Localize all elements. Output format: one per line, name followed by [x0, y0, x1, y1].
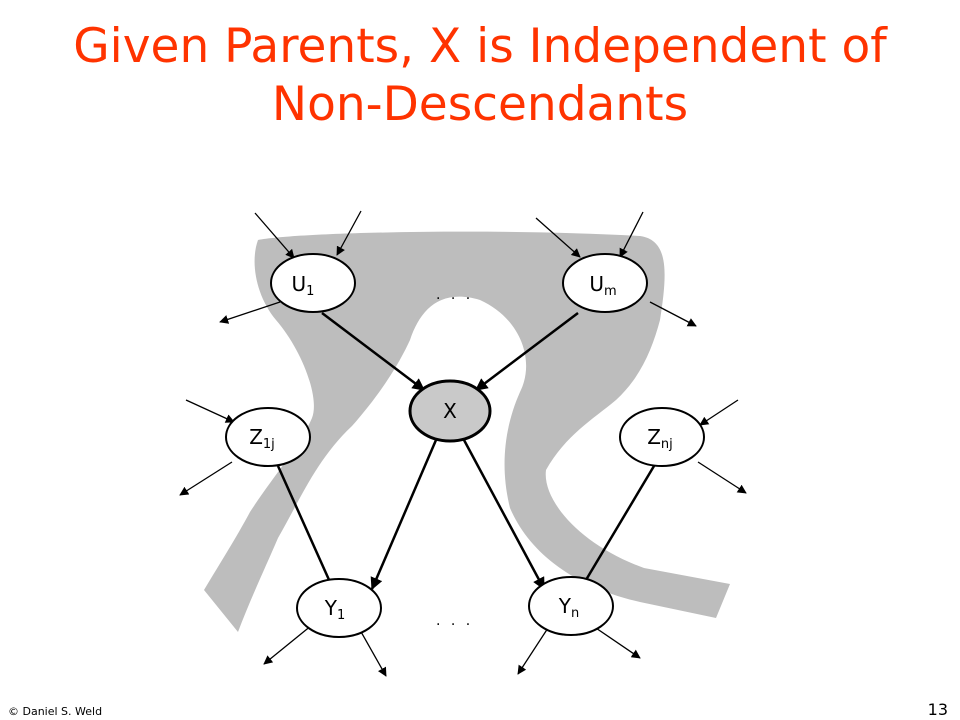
- stub-into-u1-a: [254, 212, 295, 259]
- node-yn-label: Y: [558, 594, 572, 618]
- stub-edges: [179, 210, 747, 677]
- slide-title: Given Parents, X is Independent of Non-D…: [20, 18, 940, 134]
- edge-z1j-y1: [276, 465, 336, 593]
- non-descendants-region: [204, 231, 730, 632]
- node-y1: Y1: [296, 578, 382, 638]
- stub-into-znj: [699, 399, 739, 426]
- stub-into-z1j: [185, 399, 235, 423]
- edge-um-x: [475, 312, 579, 391]
- node-u1-label: U: [292, 272, 307, 296]
- node-um-label: U: [589, 272, 604, 296]
- node-znj-label: Z: [647, 425, 661, 449]
- stub-out-y1-b: [359, 629, 387, 677]
- stub-out-u1: [219, 301, 281, 324]
- svg-text:Znj: Znj: [647, 425, 673, 452]
- node-y1-label: Y: [324, 596, 338, 620]
- stub-out-znj: [697, 461, 747, 494]
- node-yn: Yn: [528, 576, 614, 636]
- node-znj: Znj: [619, 407, 705, 467]
- stub-out-um: [649, 301, 697, 327]
- edge-x-y1: [370, 439, 438, 591]
- node-yn-subscript: n: [571, 606, 579, 621]
- main-edges: [276, 312, 656, 593]
- stub-out-yn-a: [517, 627, 549, 675]
- node-z1j: Z1j: [225, 407, 311, 467]
- slide-title-line-1: Given Parents, X is Independent of: [73, 19, 887, 74]
- slide-title-line-2: Non-Descendants: [271, 77, 689, 132]
- svg-text:Z1j: Z1j: [249, 425, 275, 452]
- node-um: Um: [562, 253, 648, 313]
- node-z1j-label: Z: [249, 425, 263, 449]
- svg-text:Um: Um: [589, 272, 616, 299]
- stub-into-u1-b: [336, 210, 362, 256]
- node-u1-subscript: 1: [306, 284, 314, 299]
- node-x: X: [408, 379, 492, 443]
- edge-x-yn: [462, 439, 546, 591]
- node-um-subscript: m: [604, 284, 617, 299]
- svg-text:Yn: Yn: [558, 594, 579, 621]
- edge-znj-yn: [578, 465, 656, 592]
- stub-out-z1j: [179, 461, 233, 496]
- edge-u1-x: [321, 312, 425, 391]
- node-u1: U1: [270, 253, 356, 313]
- stub-out-y1-a: [263, 624, 313, 665]
- node-znj-subscript: nj: [661, 437, 673, 452]
- copyright-footer: © Daniel S. Weld: [8, 705, 103, 718]
- node-y1-subscript: 1: [337, 608, 345, 623]
- stub-into-um-a: [535, 217, 581, 258]
- stub-out-yn-b: [589, 623, 641, 659]
- ellipsis-bottom: . . .: [436, 613, 473, 629]
- stub-into-um-b: [619, 211, 644, 258]
- ellipsis-top: . . .: [436, 287, 473, 303]
- svg-text:Y1: Y1: [324, 596, 346, 623]
- node-x-label: X: [443, 399, 457, 423]
- page-number: 13: [927, 700, 948, 719]
- node-z1j-subscript: 1j: [263, 437, 275, 452]
- svg-text:U1: U1: [292, 272, 315, 299]
